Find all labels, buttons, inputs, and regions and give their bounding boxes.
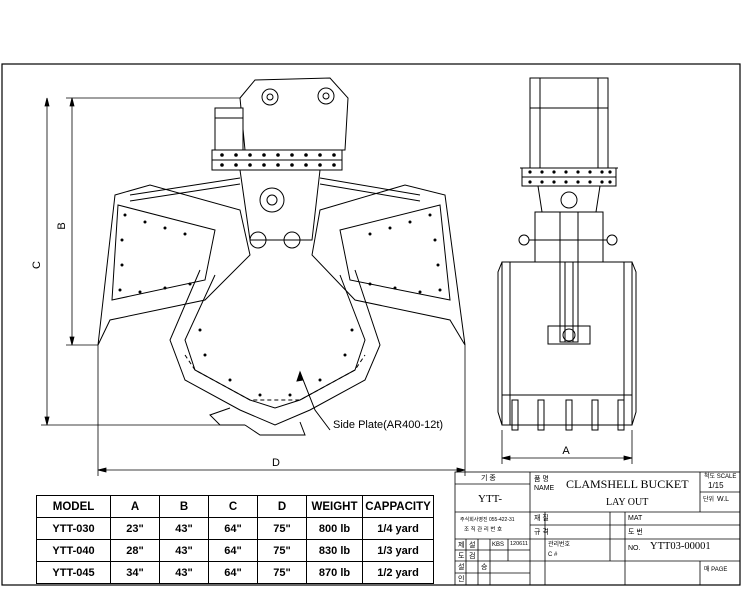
cell-model: YTT-040	[36, 539, 111, 562]
model-label: 기 종	[481, 475, 496, 482]
cell-d: 75"	[257, 517, 307, 540]
cell-a: 34"	[110, 561, 160, 584]
cell-capacity: 1/2 yard	[362, 561, 434, 584]
cell-b: 43"	[159, 539, 209, 562]
header-a: A	[110, 495, 160, 518]
front-dimensions	[41, 97, 466, 476]
scale-label: 척도 SCALE	[704, 474, 737, 480]
dimension-label-b: B	[56, 222, 68, 229]
cell-capacity: 1/4 yard	[362, 517, 434, 540]
cell-b: 43"	[159, 517, 209, 540]
cell-c: 64"	[208, 539, 258, 562]
dimension-label-c: C	[31, 261, 43, 269]
unit-value: W.L	[717, 496, 730, 503]
drawing-subtitle: LAY OUT	[606, 497, 649, 508]
cell-a: 23"	[110, 517, 160, 540]
company-line-2: 조 직 관 리 번 호	[464, 527, 503, 533]
spec-table: MODEL A B C D WEIGHT CAPPACITY YTT-030 2…	[36, 495, 434, 584]
row-label-4: 인	[458, 576, 465, 583]
page-label: 매 PAGE	[704, 567, 728, 573]
side-view	[497, 77, 637, 431]
header-model: MODEL	[36, 495, 111, 518]
sub-label-a: 관리번호	[548, 542, 571, 548]
header-capacity: CAPPACITY	[362, 495, 434, 518]
drawing-title: CLAMSHELL BUCKET	[566, 477, 689, 491]
table-row: YTT-030 23" 43" 64" 75" 800 lb 1/4 yard	[36, 517, 434, 540]
row-label-2: 도	[458, 553, 465, 560]
header-weight: WEIGHT	[306, 495, 363, 518]
design-label: 설	[469, 542, 476, 549]
cell-model: YTT-045	[36, 561, 111, 584]
company-line-1: 주식회사영진 055-422-31	[460, 517, 515, 523]
name-label-ko: 품 명	[534, 476, 549, 483]
row-label-1: 제	[458, 542, 465, 549]
dimension-label-a: A	[562, 445, 570, 457]
cell-c: 64"	[208, 517, 258, 540]
side-plate-callout: Side Plate(AR400-12t)	[333, 419, 443, 431]
header-b: B	[159, 495, 209, 518]
header-c: C	[208, 495, 258, 518]
title-block-grid	[454, 471, 741, 586]
sub-label-b: C #	[548, 552, 558, 558]
designer-initials: KBS	[492, 542, 505, 548]
drawing-number: YTT03-00001	[650, 541, 711, 552]
cell-model: YTT-030	[36, 517, 111, 540]
model-value: YTT-	[478, 493, 503, 505]
approve-label: 승	[481, 564, 488, 571]
drawing-no-label-ko: 도 번	[628, 529, 643, 536]
cell-a: 28"	[110, 539, 160, 562]
standard-label: 규 격	[534, 529, 549, 536]
drawing-date: 120611	[510, 541, 528, 547]
side-dimensions	[501, 430, 633, 464]
cell-d: 75"	[257, 561, 307, 584]
unit-label: 단위	[703, 497, 715, 503]
cell-capacity: 1/3 yard	[362, 539, 434, 562]
material-label: 재 질	[534, 515, 549, 522]
material-value: MAT	[628, 515, 643, 522]
drawing-no-label-en: NO.	[628, 545, 641, 552]
cell-weight: 830 lb	[306, 539, 363, 562]
spec-table-header: MODEL A B C D WEIGHT CAPPACITY	[36, 495, 434, 518]
dimension-label-d: D	[272, 457, 280, 469]
row-label-3: 설	[458, 564, 465, 571]
scale-value: 1/15	[708, 481, 724, 490]
cell-c: 64"	[208, 561, 258, 584]
cell-b: 43"	[159, 561, 209, 584]
drawing-frame	[1, 63, 741, 586]
table-row: YTT-045 34" 43" 64" 75" 870 lb 1/2 yard	[36, 561, 434, 584]
cell-d: 75"	[257, 539, 307, 562]
header-d: D	[257, 495, 307, 518]
check-label: 검	[469, 553, 476, 560]
cell-weight: 800 lb	[306, 517, 363, 540]
cell-weight: 870 lb	[306, 561, 363, 584]
name-label-en: NAME	[534, 485, 555, 492]
table-row: YTT-040 28" 43" 64" 75" 830 lb 1/3 yard	[36, 539, 434, 562]
front-view	[97, 77, 466, 436]
